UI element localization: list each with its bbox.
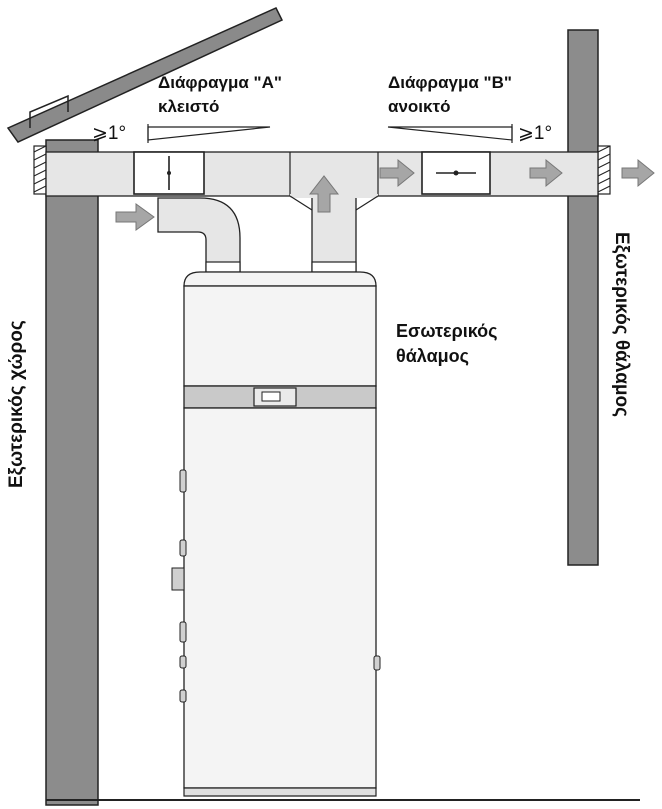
- right-grille: [597, 145, 611, 195]
- arrow-up: [308, 175, 340, 213]
- slope-left-label: ⩾1°: [92, 123, 127, 144]
- arrow-intake: [115, 203, 155, 231]
- arrow-right-2: [529, 158, 563, 188]
- left-wall: [45, 139, 99, 806]
- elbow-duct: [157, 197, 241, 273]
- damper-b: [421, 151, 491, 195]
- outdoor-right-label: Εξωτερικός θάλαμος: [611, 232, 632, 417]
- indoor-room-line2: θάλαμος: [396, 346, 470, 366]
- arrow-right-1: [379, 158, 415, 188]
- indoor-room-line1: Εσωτερικός: [396, 321, 498, 341]
- outdoor-left-label: Εξωτερικός χώρος: [6, 320, 27, 488]
- roof: [6, 7, 284, 143]
- arrow-exit: [621, 158, 655, 188]
- damper-b-state: ανοικτό: [388, 97, 451, 116]
- flow-arrows: [115, 158, 655, 231]
- slope-right: [387, 126, 513, 141]
- left-grille: [33, 145, 47, 195]
- damper-a-state: κλειστό: [158, 97, 220, 116]
- damper-a: [133, 151, 205, 195]
- heat-pump-unit: [171, 261, 381, 797]
- damper-a-title: Διάφραγμα "A": [158, 73, 282, 92]
- damper-b-title: Διάφραγμα "B": [388, 73, 512, 92]
- slope-right-label: ⩾1°: [518, 123, 553, 144]
- right-wall: [567, 29, 599, 566]
- slope-left: [147, 126, 271, 141]
